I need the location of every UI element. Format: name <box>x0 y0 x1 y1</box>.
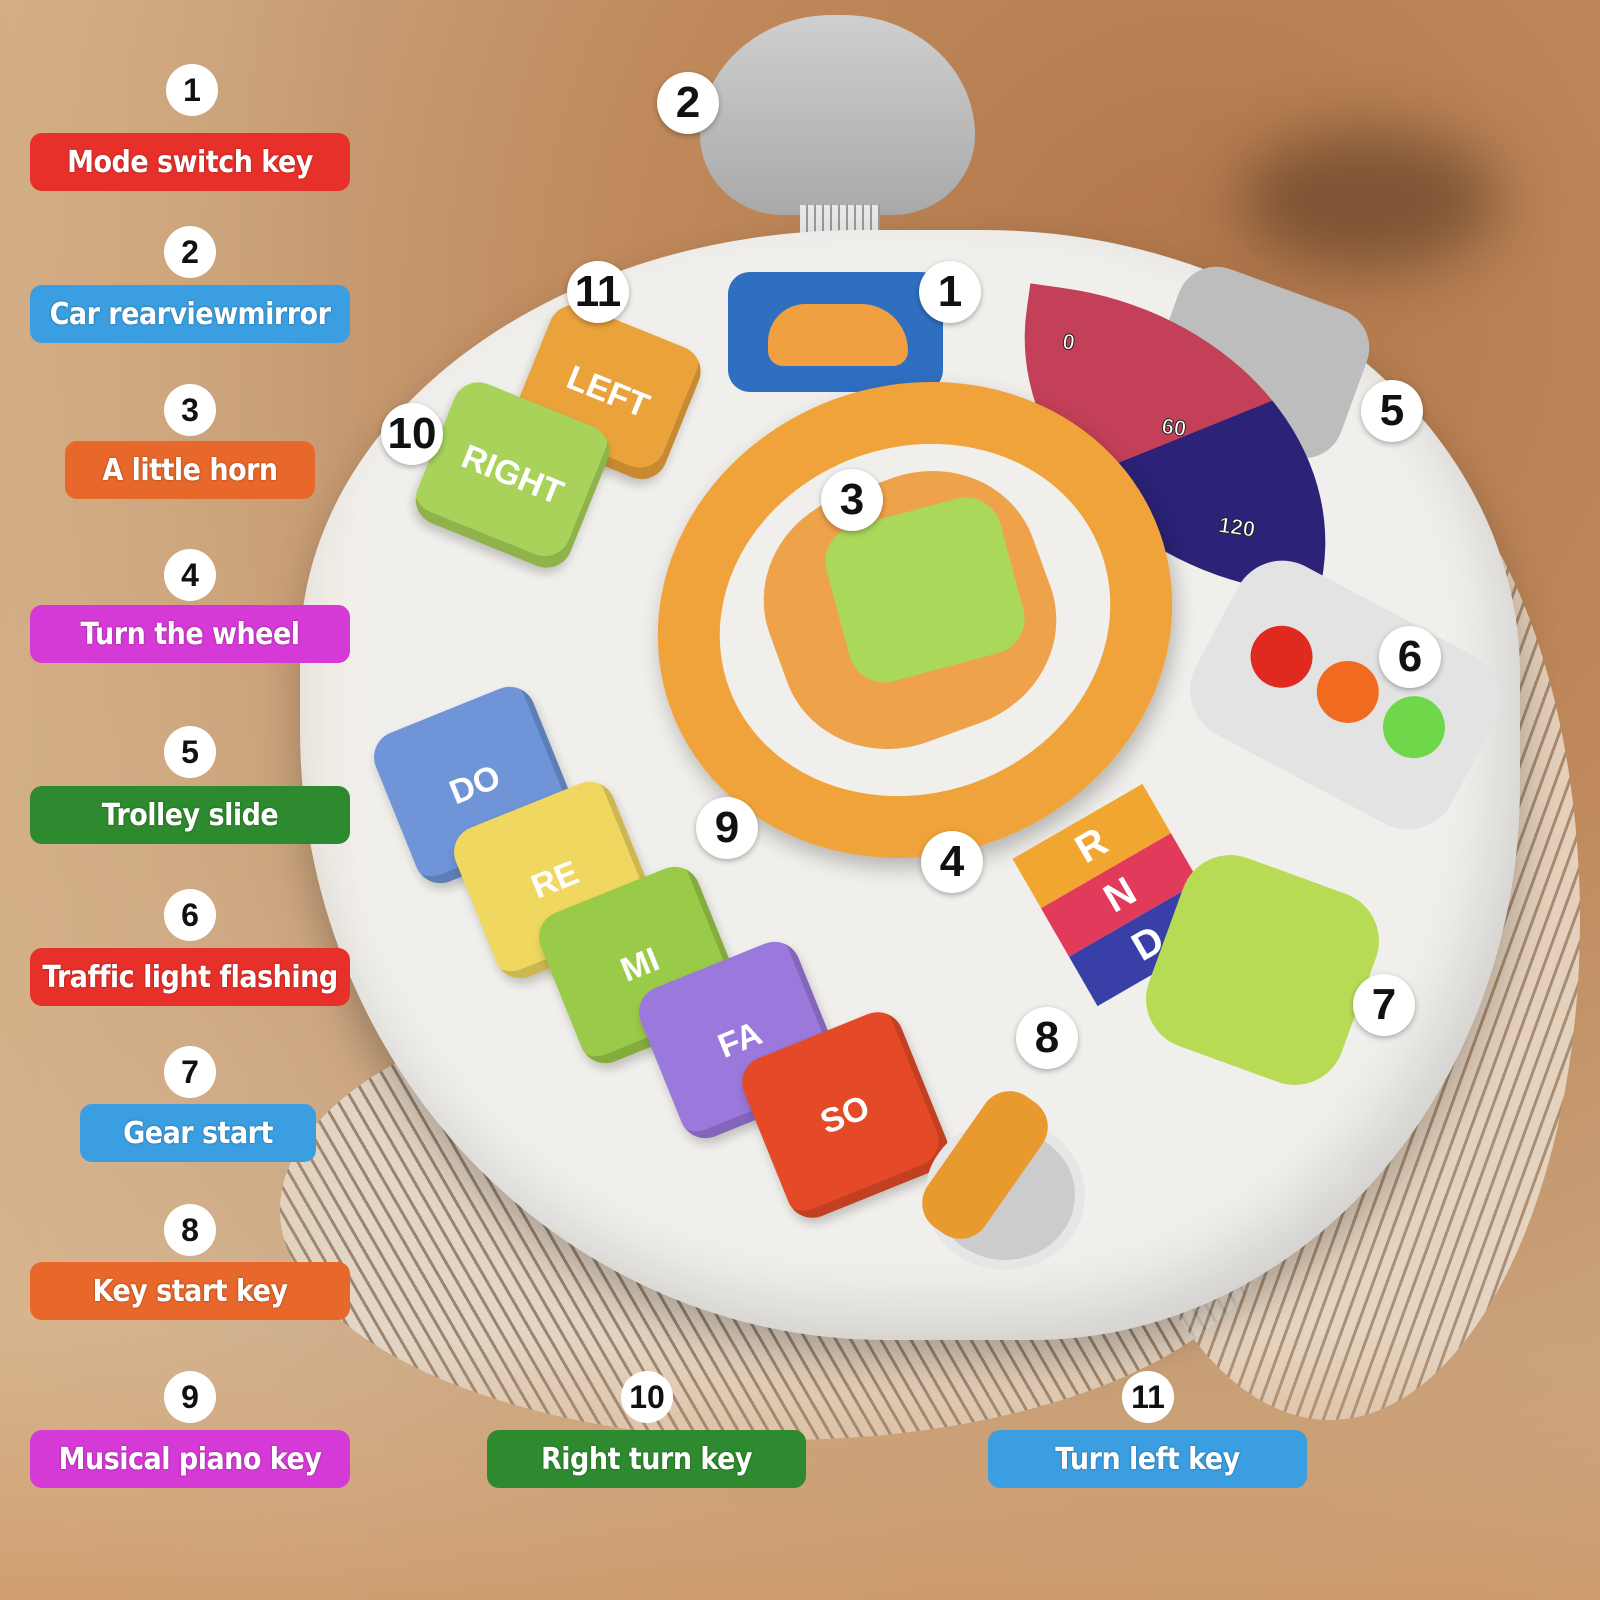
legend-number: 11 <box>1122 1371 1174 1423</box>
callout-8: 8 <box>1016 1007 1078 1069</box>
piano-key-label: SO <box>814 1087 875 1142</box>
legend-label: Mode switch key <box>30 133 350 191</box>
gauge-label: 60 <box>1160 413 1189 442</box>
green-light <box>1372 685 1456 770</box>
piano-key-label: DO <box>444 757 506 812</box>
callout-2: 2 <box>657 72 719 134</box>
legend-number: 9 <box>164 1371 216 1423</box>
callout-3: 3 <box>821 469 883 531</box>
left-key-text: LEFT <box>561 357 655 426</box>
legend-number: 3 <box>164 384 216 436</box>
legend-number: 7 <box>164 1046 216 1098</box>
callout-11: 11 <box>567 261 629 323</box>
gauge-label: 0 <box>1060 328 1077 355</box>
callout-5: 5 <box>1361 380 1423 442</box>
legend-label: Musical piano key <box>30 1430 350 1488</box>
red-light <box>1239 614 1324 699</box>
legend-number: 4 <box>164 549 216 601</box>
legend-label: Traffic light flashing <box>30 948 350 1006</box>
legend-number: 5 <box>164 726 216 778</box>
mode-switch-key <box>728 272 943 392</box>
car-icon <box>768 304 908 366</box>
legend-number: 2 <box>164 226 216 278</box>
callout-6: 6 <box>1379 626 1441 688</box>
shadow <box>1240 130 1500 270</box>
legend-number: 1 <box>166 64 218 116</box>
callout-4: 4 <box>921 831 983 893</box>
legend-number: 10 <box>621 1371 673 1423</box>
legend-label: A little horn <box>65 441 315 499</box>
legend-label: Right turn key <box>487 1430 806 1488</box>
gauge-label: 120 <box>1216 512 1257 543</box>
legend-label: Gear start <box>80 1104 316 1162</box>
rearview-mirror <box>700 15 975 215</box>
callout-10: 10 <box>381 403 443 465</box>
legend-label: Turn left key <box>988 1430 1307 1488</box>
callout-7: 7 <box>1353 974 1415 1036</box>
orange-light <box>1305 650 1390 734</box>
legend-label: Trolley slide <box>30 786 350 844</box>
piano-key-label: RE <box>525 853 584 907</box>
legend-number: 8 <box>164 1204 216 1256</box>
callout-9: 9 <box>696 797 758 859</box>
legend-number: 6 <box>164 889 216 941</box>
legend-label: Key start key <box>30 1262 350 1320</box>
piano-key-label: MI <box>615 939 665 990</box>
legend-label: Car rearviewmirror <box>30 285 350 343</box>
callout-1: 1 <box>919 261 981 323</box>
right-key-text: RIGHT <box>456 437 569 512</box>
legend-label: Turn the wheel <box>30 605 350 663</box>
